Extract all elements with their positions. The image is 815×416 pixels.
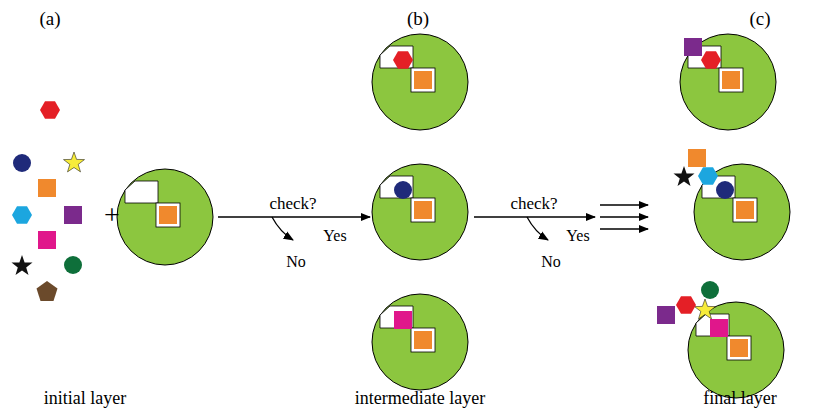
panel-letter: (a) bbox=[39, 9, 60, 28]
layer-caption: intermediate layer bbox=[355, 389, 485, 407]
intermediate-cells bbox=[372, 34, 468, 390]
panel-letter: (c) bbox=[749, 9, 770, 28]
panel-letter: (b) bbox=[407, 9, 429, 28]
branch-label: Yes bbox=[566, 228, 589, 244]
arrow-label: check? bbox=[269, 195, 316, 212]
plus-sign: + bbox=[104, 201, 120, 229]
arrow-label: check? bbox=[510, 195, 557, 212]
layer-caption: final layer bbox=[703, 389, 776, 407]
final-cells bbox=[657, 34, 790, 398]
branch-label: Yes bbox=[323, 228, 346, 244]
check-arrow bbox=[218, 217, 370, 240]
branch-label: No bbox=[286, 254, 306, 270]
layer-caption: initial layer bbox=[44, 389, 126, 407]
green-cell bbox=[117, 169, 213, 265]
multi-step-arrows bbox=[600, 205, 648, 229]
branch-label: No bbox=[541, 254, 561, 270]
molecule-pool bbox=[12, 101, 85, 301]
